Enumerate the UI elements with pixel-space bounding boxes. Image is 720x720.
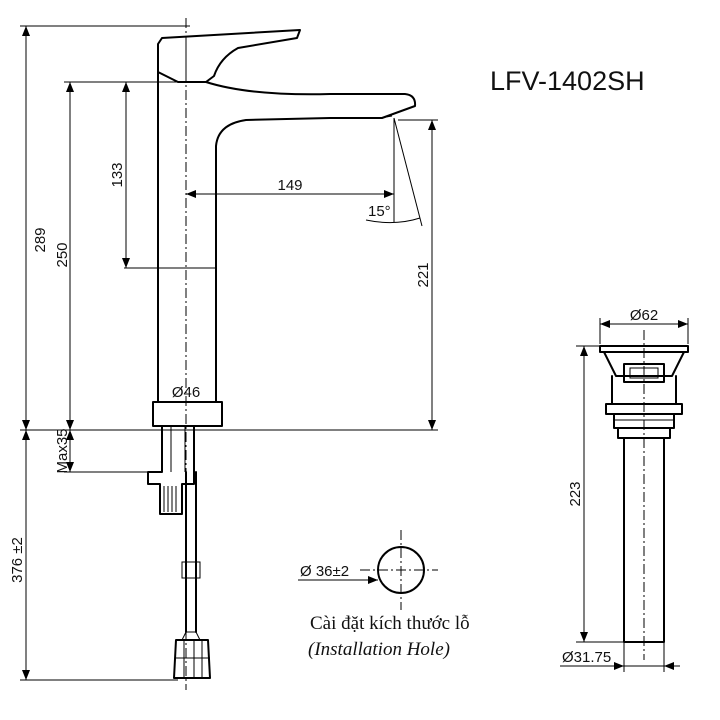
dim-reach: 149 <box>186 118 395 222</box>
svg-text:250: 250 <box>54 242 71 267</box>
dim-max-deck: Max35 <box>54 428 162 474</box>
dim-spout-height: 250 <box>54 81 206 430</box>
svg-text:Max35: Max35 <box>54 428 71 473</box>
dim-angle: 15° <box>365 117 423 227</box>
hole-caption-vi: Cài đặt kích thước lỗ <box>310 613 470 634</box>
dim-handle-rise: 133 <box>109 82 130 268</box>
faucet-body <box>20 29 417 679</box>
svg-text:Ø62: Ø62 <box>630 307 658 324</box>
hole-diameter: Ø 36±2 <box>300 563 349 580</box>
dim-drain-length: 223 <box>567 345 624 643</box>
svg-text:223: 223 <box>567 481 584 506</box>
dim-hose-length: 376 ±2 <box>9 430 178 681</box>
svg-text:376 ±2: 376 ±2 <box>9 537 26 583</box>
dim-body-diameter: Ø46 <box>158 384 216 403</box>
dim-drain-top-diameter: Ø62 <box>599 307 689 344</box>
svg-text:15°: 15° <box>368 203 391 220</box>
dim-total-height: 289 <box>20 25 190 430</box>
dim-outlet-height: 221 <box>226 119 438 431</box>
svg-text:Ø31.75: Ø31.75 <box>562 649 611 666</box>
svg-text:289: 289 <box>32 227 49 252</box>
model-title: LFV-1402SH <box>490 66 645 96</box>
hole-caption-en: (Installation Hole) <box>308 639 450 660</box>
installation-hole: Ø 36±2 Cài đặt kích thước lỗ (Installati… <box>298 530 470 660</box>
svg-text:149: 149 <box>277 177 302 194</box>
drain-assembly <box>599 330 689 660</box>
svg-text:Ø46: Ø46 <box>172 384 200 401</box>
svg-text:221: 221 <box>415 262 432 287</box>
svg-text:133: 133 <box>109 162 126 187</box>
dim-drain-pipe-diameter: Ø31.75 <box>560 642 680 672</box>
